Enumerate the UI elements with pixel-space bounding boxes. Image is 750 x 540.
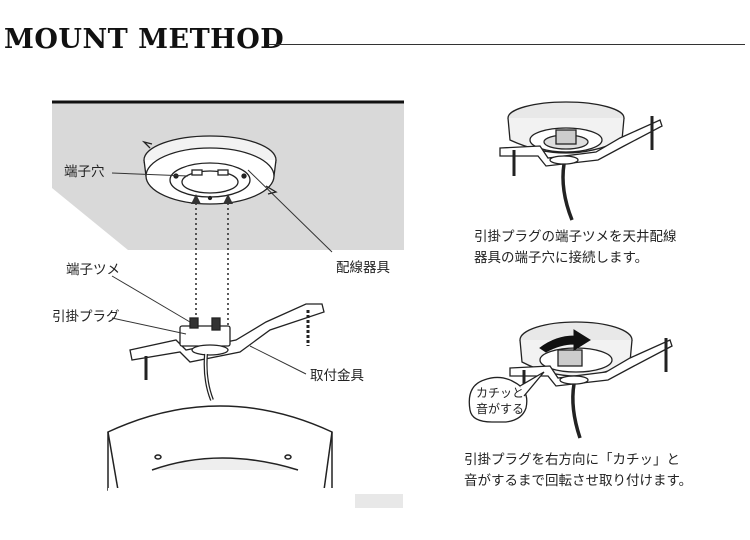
- title-rule: [268, 44, 745, 45]
- label-terminal-claw: 端子ツメ: [66, 262, 120, 278]
- callout-line2: 音がする: [476, 402, 525, 416]
- lamp-shade: [107, 405, 333, 491]
- label-hook-plug: 引掛プラグ: [52, 309, 120, 325]
- hook-plug: [179, 317, 231, 356]
- caption-step2-line1: 引掛プラグを右方向に「カチッ」と: [464, 452, 680, 468]
- caption-step1-line2: 器具の端子穴に接続します。: [474, 250, 649, 266]
- ceiling-fixture: [141, 135, 278, 205]
- rotation-arrow: [539, 329, 591, 353]
- section-title: MOUNT METHOD: [4, 24, 285, 55]
- label-ceiling-fixture: 配線器具: [336, 260, 390, 276]
- caption-step2-line2: 音がするまで回転させ取り付けます。: [464, 473, 693, 489]
- label-terminal-hole: 端子穴: [64, 164, 105, 180]
- caption-step1-line1: 引掛プラグの端子ツメを天井配線: [474, 229, 677, 245]
- label-mount-bracket: 取付金具: [310, 368, 364, 384]
- callout-line1: カチッと: [476, 386, 525, 400]
